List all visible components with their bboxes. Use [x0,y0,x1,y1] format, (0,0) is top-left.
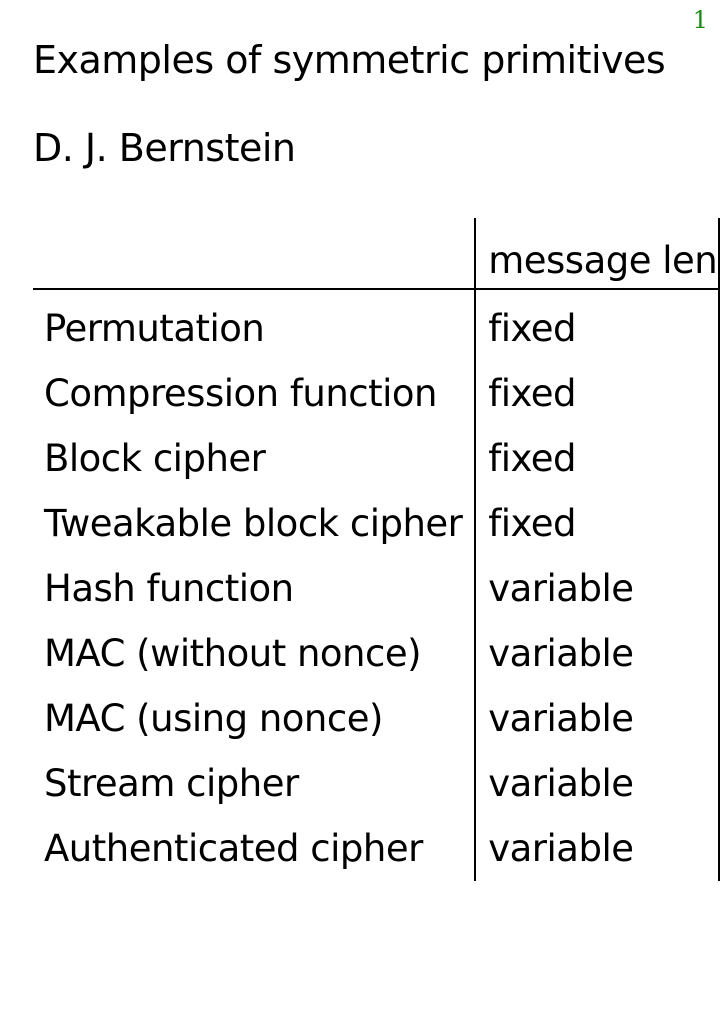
message-len-cell: variable [475,816,720,881]
primitive-cell: Block cipher [33,426,477,491]
message-len-cell: variable [475,621,720,686]
message-len-cell: variable [475,556,720,621]
primitive-cell: Stream cipher [33,751,477,816]
author-name: D. J. Bernstein [33,126,296,170]
table-row: Authenticated cipher variable [33,816,720,881]
primitives-table: message len Permutation fixed Compressio… [33,218,720,881]
primitive-cell: Tweakable block cipher [33,491,477,556]
table-row: Stream cipher variable [33,751,720,816]
message-len-cell: fixed [475,491,720,556]
table-row: Permutation fixed [33,289,720,361]
page-number: 1 [692,6,708,34]
message-len-cell: variable [475,751,720,816]
slide-title: Examples of symmetric primitives [33,38,666,82]
message-len-cell: fixed [475,426,720,491]
message-len-cell: variable [475,686,720,751]
header-primitive [33,218,477,289]
table-header-row: message len [33,218,720,289]
header-message-len: message len [475,218,720,289]
primitive-cell: MAC (using nonce) [33,686,477,751]
table-row: MAC (using nonce) variable [33,686,720,751]
primitive-cell: Authenticated cipher [33,816,477,881]
table-row: Tweakable block cipher fixed [33,491,720,556]
table-row: Hash function variable [33,556,720,621]
primitive-cell: Hash function [33,556,477,621]
table-row: Block cipher fixed [33,426,720,491]
primitive-cell: Permutation [33,289,477,361]
message-len-cell: fixed [475,361,720,426]
table-row: Compression function fixed [33,361,720,426]
primitive-cell: MAC (without nonce) [33,621,477,686]
primitives-table-container: message len Permutation fixed Compressio… [33,218,720,881]
message-len-cell: fixed [475,289,720,361]
primitive-cell: Compression function [33,361,477,426]
table-row: MAC (without nonce) variable [33,621,720,686]
